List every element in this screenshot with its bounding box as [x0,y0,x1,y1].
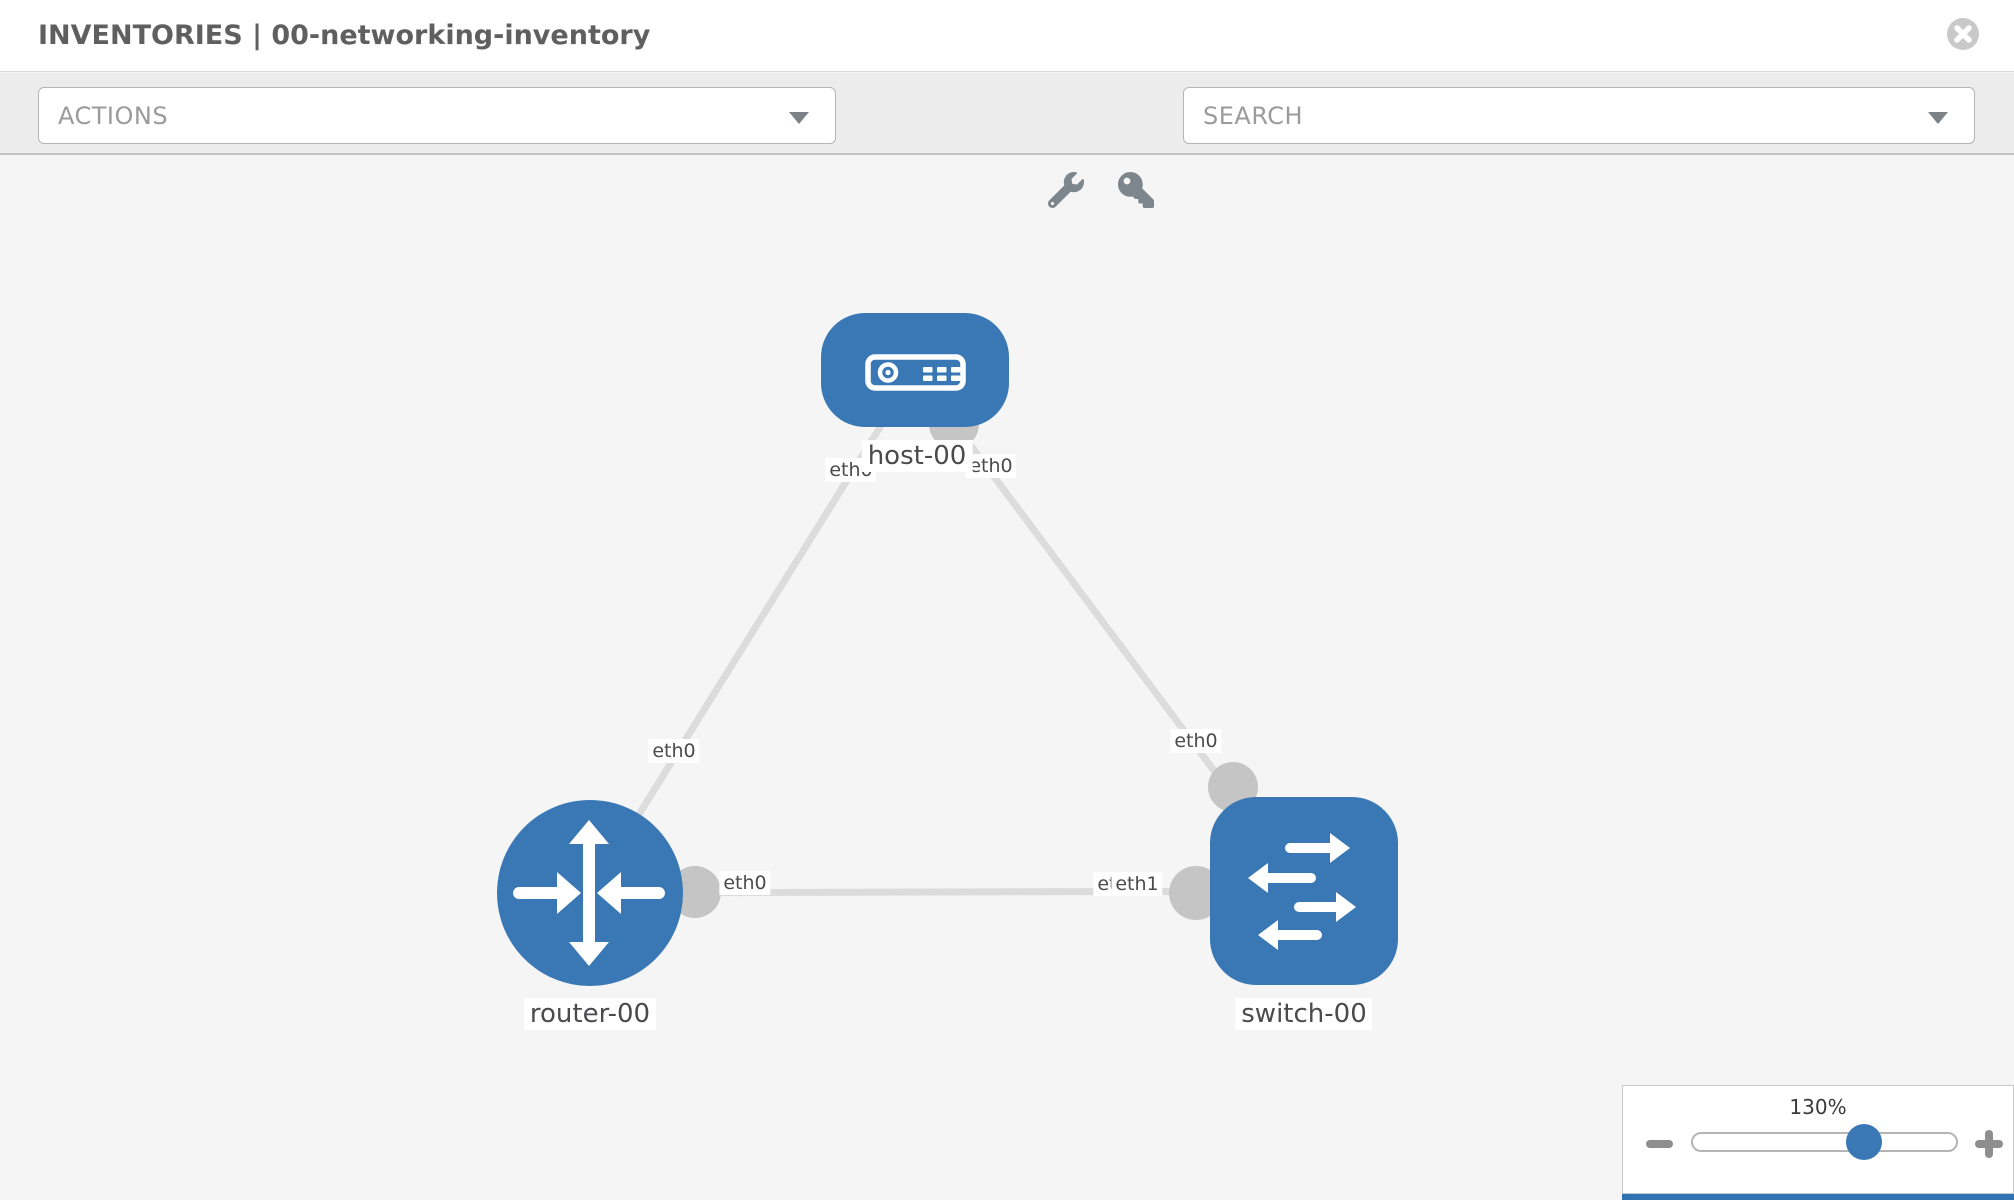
key-icon [1118,172,1154,208]
chevron-down-icon [789,112,809,124]
zoom-out-button[interactable] [1646,1140,1673,1148]
iface-label: eth0 [719,871,771,895]
zoom-slider[interactable] [1691,1124,1958,1160]
close-icon [1947,18,1979,50]
node-host[interactable] [821,313,1009,427]
switch-icon [1248,833,1356,950]
iface-label: eth0 [965,454,1017,478]
iface-label: eth1 [1111,872,1163,896]
credentials-button[interactable] [1118,172,1154,208]
bottom-blue-bar [1622,1194,2014,1200]
router-icon [513,820,665,966]
interface-connector [1169,866,1223,920]
chevron-down-icon [1928,112,1948,124]
zoom-in-button[interactable] [1975,1130,2003,1158]
actions-dropdown-label: ACTIONS [58,101,169,130]
toolbar: ACTIONS SEARCH [0,73,2014,208]
zoom-panel: 130% [1622,1085,2014,1194]
actions-dropdown[interactable]: ACTIONS [38,87,836,144]
page-title: INVENTORIES | 00-networking-inventory [38,20,651,51]
host-icon [865,354,966,391]
search-dropdown[interactable]: SEARCH [1183,87,1975,144]
configure-button[interactable] [1048,172,1084,208]
node-switch[interactable] [1210,797,1398,985]
topology-canvas[interactable]: eth0 eth0 eth0 eth0 eth0 eth0 eth1 host-… [0,157,2014,1200]
zoom-level: 130% [1789,1095,1847,1119]
zoom-slider-handle[interactable] [1846,1124,1882,1160]
iface-label: eth0 [648,739,700,763]
close-button[interactable] [1946,17,1980,51]
iface-label: eth0 [1170,729,1222,753]
search-dropdown-label: SEARCH [1203,101,1304,130]
header: INVENTORIES | 00-networking-inventory [0,0,2014,72]
node-label-host: host-00 [861,440,973,472]
node-router[interactable] [497,800,683,986]
node-label-router: router-00 [523,998,657,1030]
node-label-switch: switch-00 [1235,998,1373,1030]
wrench-icon [1048,172,1084,208]
